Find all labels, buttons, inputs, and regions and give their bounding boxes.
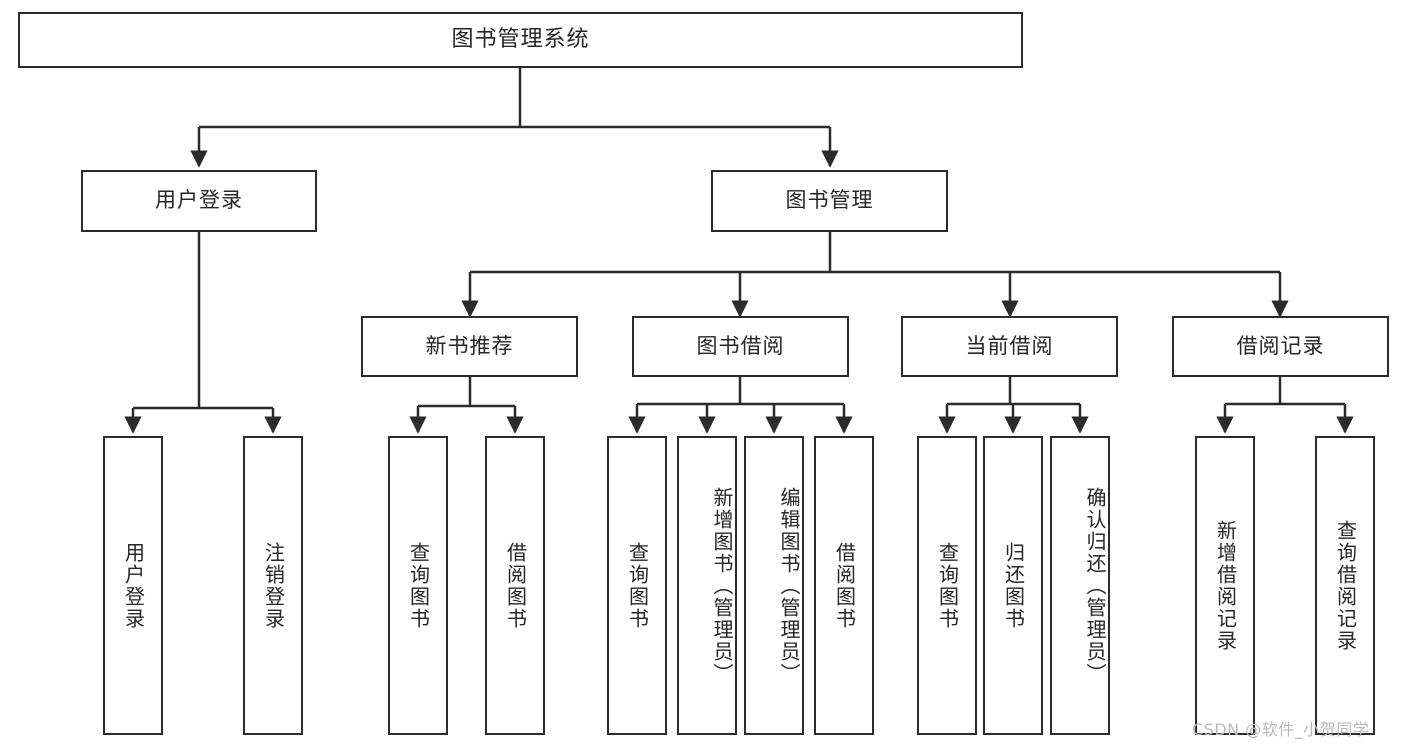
leaf-add-book-admin[interactable]: 新增图书（管理员） bbox=[677, 436, 737, 735]
node-borrow-records[interactable]: 借阅记录 bbox=[1172, 316, 1389, 377]
leaf-query-books-newbook[interactable]: 查询图书 bbox=[388, 436, 448, 735]
node-current-borrow[interactable]: 当前借阅 bbox=[901, 316, 1118, 377]
leaf-borrow-books-borrow[interactable]: 借阅图书 bbox=[814, 436, 874, 735]
csdn-watermark: CSDN @软件_小贺同学 bbox=[1192, 720, 1370, 739]
node-root[interactable]: 图书管理系统 bbox=[18, 12, 1023, 68]
leaf-return-books[interactable]: 归还图书 bbox=[983, 436, 1043, 735]
leaf-logout[interactable]: 注销登录 bbox=[243, 436, 303, 735]
leaf-query-borrow-record[interactable]: 查询借阅记录 bbox=[1315, 436, 1375, 735]
leaf-query-books-current[interactable]: 查询图书 bbox=[917, 436, 977, 735]
leaf-query-books-borrow[interactable]: 查询图书 bbox=[607, 436, 667, 735]
leaf-add-borrow-record[interactable]: 新增借阅记录 bbox=[1195, 436, 1255, 735]
node-new-book-recommend[interactable]: 新书推荐 bbox=[361, 316, 578, 377]
leaf-edit-book-admin[interactable]: 编辑图书（管理员） bbox=[744, 436, 804, 735]
leaf-confirm-return-admin[interactable]: 确认归还（管理员） bbox=[1050, 436, 1110, 735]
leaf-borrow-books-newbook[interactable]: 借阅图书 bbox=[485, 436, 545, 735]
node-book-borrow[interactable]: 图书借阅 bbox=[632, 316, 849, 377]
leaf-user-login[interactable]: 用户登录 bbox=[103, 436, 163, 735]
node-book-management[interactable]: 图书管理 bbox=[711, 170, 948, 232]
node-user-login[interactable]: 用户登录 bbox=[81, 170, 317, 232]
